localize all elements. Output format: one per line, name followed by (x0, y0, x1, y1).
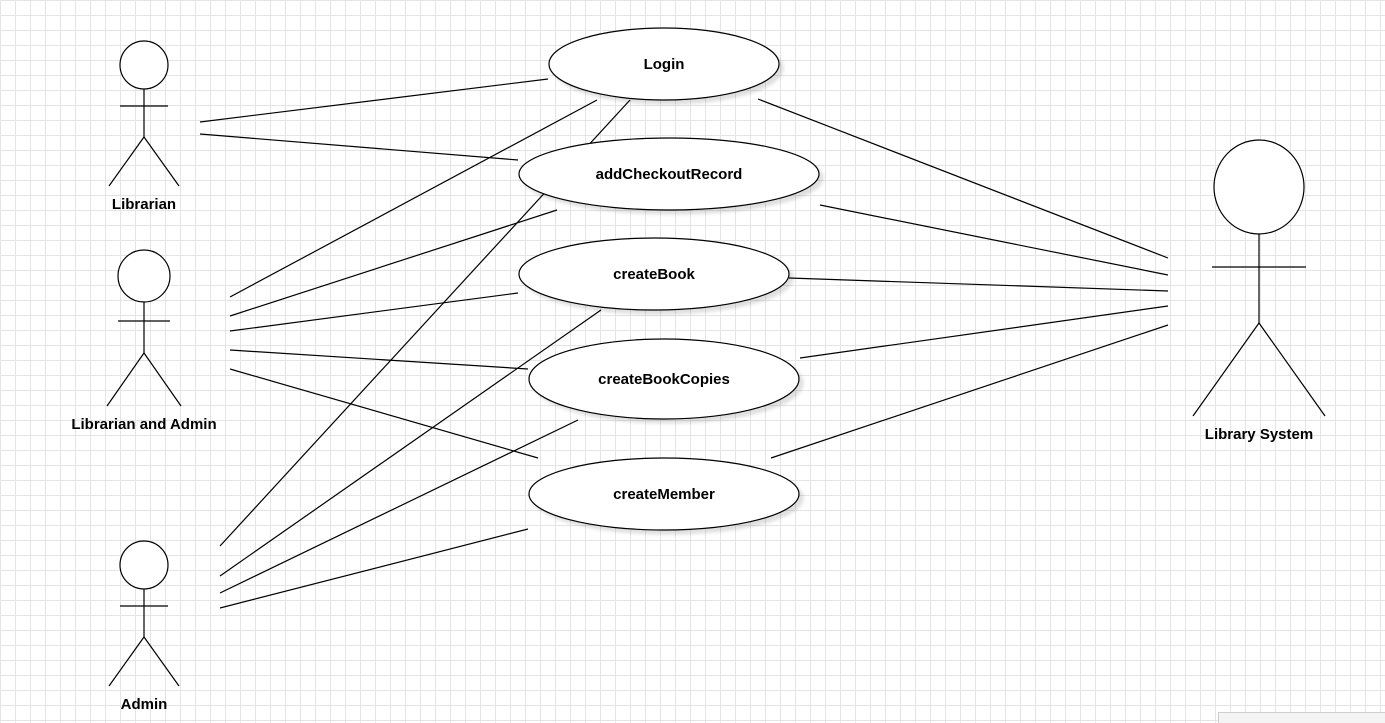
actor-head (119, 40, 169, 90)
assoc-system-login[interactable] (757, 98, 1169, 259)
actor-label: Librarian (112, 196, 176, 213)
assoc-libadmin-addcheckoutrecord[interactable] (229, 209, 558, 317)
actor-library-system[interactable]: Library System (1192, 139, 1326, 443)
assoc-admin-createbook[interactable] (219, 309, 602, 577)
actor-admin[interactable]: Admin (108, 540, 180, 713)
assoc-librarian-login[interactable] (199, 78, 549, 123)
assoc-admin-createbookcopies[interactable] (219, 419, 579, 594)
assoc-system-createbook[interactable] (788, 277, 1169, 292)
actor-head (117, 249, 171, 303)
actor-head (119, 540, 169, 590)
use-case-create-book[interactable]: createBook (518, 237, 790, 311)
use-case-label: addCheckoutRecord (596, 166, 743, 183)
actor-head (1213, 139, 1305, 235)
actor-label: Librarian and Admin (71, 416, 216, 433)
actor-librarian[interactable]: Librarian (108, 40, 180, 213)
use-case-create-member[interactable]: createMember (528, 457, 800, 531)
assoc-system-createmember[interactable] (770, 324, 1169, 459)
assoc-librarian-addcheckoutrecord[interactable] (199, 133, 519, 161)
assoc-system-createbookcopies[interactable] (799, 305, 1169, 359)
use-case-add-checkout-record[interactable]: addCheckoutRecord (518, 137, 820, 211)
association-lines (199, 78, 1169, 609)
assoc-libadmin-createbookcopies[interactable] (229, 349, 529, 370)
assoc-libadmin-createbook[interactable] (229, 292, 519, 332)
use-case-label: createBookCopies (598, 371, 730, 388)
use-case-label: createMember (613, 486, 715, 503)
use-case-label: createBook (613, 266, 695, 283)
assoc-system-addcheckoutrecord[interactable] (819, 204, 1169, 276)
use-case-login[interactable]: Login (548, 27, 780, 101)
actor-label: Admin (121, 696, 168, 713)
format-panel-edge (1218, 712, 1385, 723)
use-case-label: Login (644, 56, 685, 73)
use-case-create-book-copies[interactable]: createBookCopies (528, 338, 800, 420)
assoc-admin-createmember[interactable] (219, 528, 529, 609)
actor-label: Library System (1205, 426, 1313, 443)
assoc-libadmin-login[interactable] (229, 99, 598, 298)
assoc-libadmin-createmember[interactable] (229, 368, 539, 459)
actor-librarian-and-admin[interactable]: Librarian and Admin (71, 249, 217, 433)
